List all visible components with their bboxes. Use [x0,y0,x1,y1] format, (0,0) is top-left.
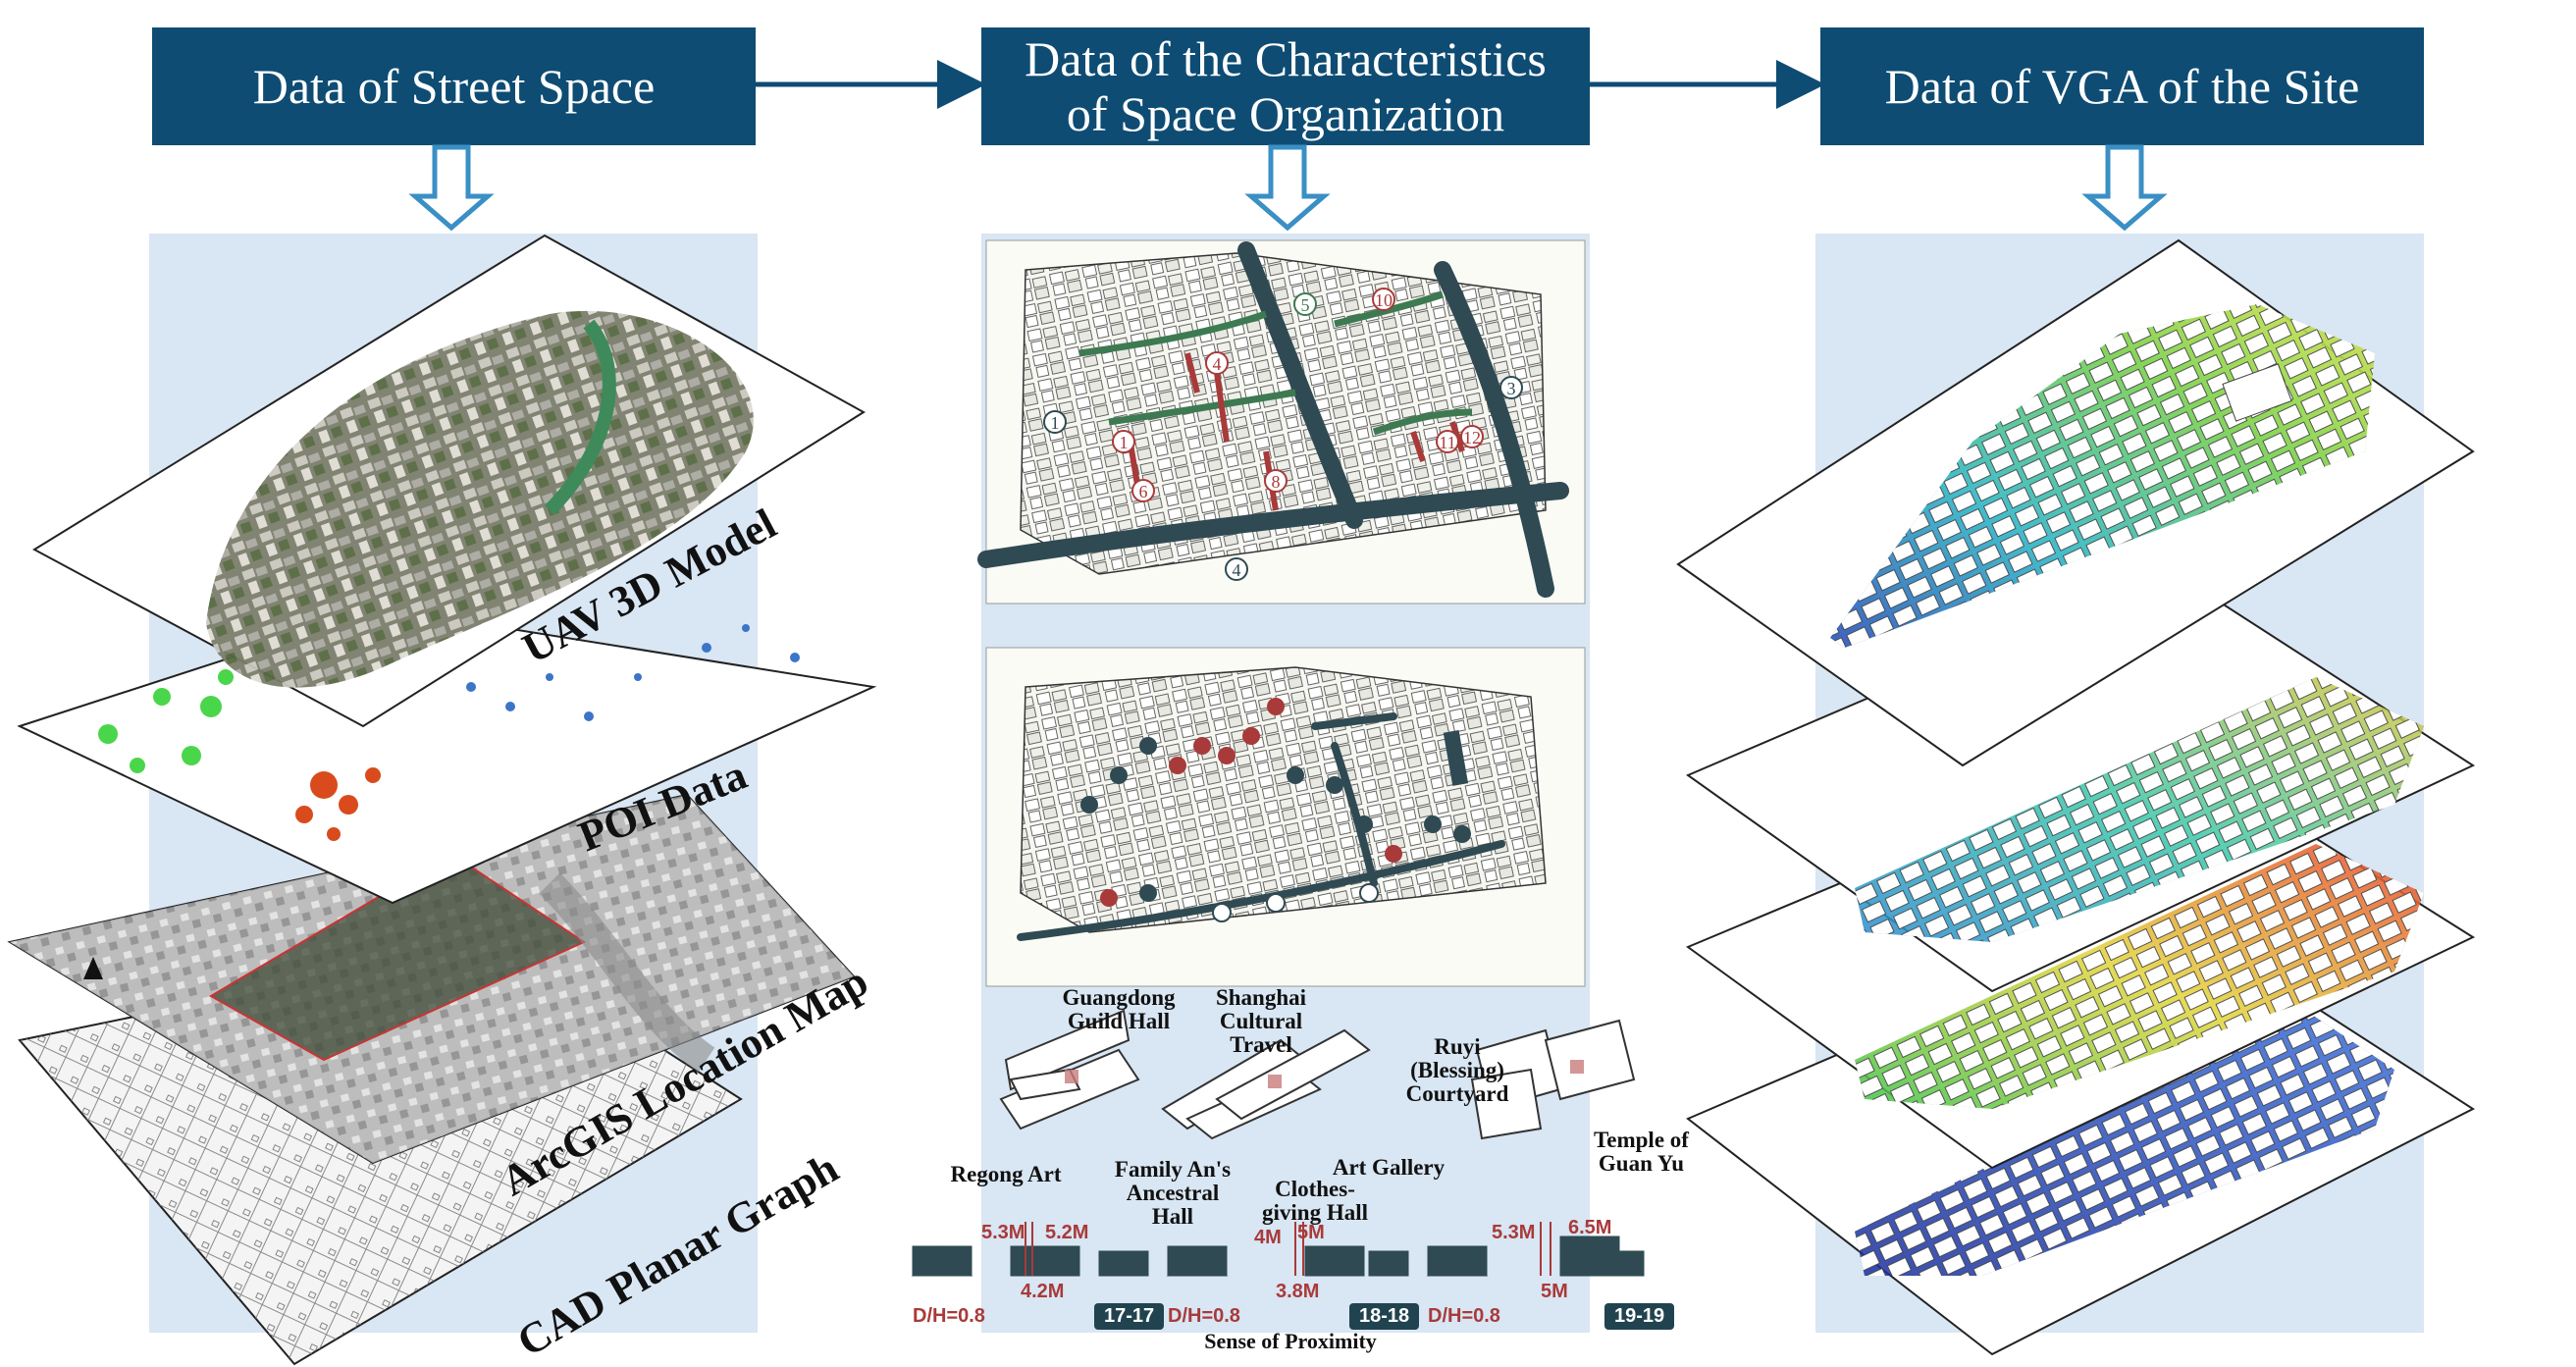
header-street-space: Data of Street Space [152,27,756,145]
svg-text:11: 11 [1439,433,1455,452]
section-18-dh: D/H=0.8 [1168,1305,1240,1327]
section-19-dim-2: 6.5M [1568,1217,1612,1238]
svg-text:6: 6 [1139,482,1148,501]
svg-text:1: 1 [1051,413,1060,433]
svg-text:5: 5 [1301,295,1310,315]
section-17-dim-1: 5.3M [981,1222,1025,1243]
label-regong-art: Regong Art [950,1162,1062,1186]
svg-text:3: 3 [1507,379,1516,398]
svg-text:1: 1 [1120,433,1129,452]
vga-layer-1 [1676,238,2475,767]
vga-layer-2 [1685,567,2476,993]
label-clothes-giving-hall: Clothes-giving Hall [1262,1177,1368,1225]
section-18-dim-1: 4M [1254,1227,1282,1248]
header-vga: Data of VGA of the Site [1820,27,2424,145]
section-17-dh: D/H=0.8 [913,1305,985,1327]
label-guangdong-guild-hall: Guangdong Guild Hall [1062,985,1176,1033]
header-vga-label: Data of VGA of the Site [1884,59,2360,114]
section-17-dim-3: 4.2M [1021,1281,1065,1302]
header-organization-label: Data of the Characteristics of Space Org… [1025,31,1547,141]
header-space-organization: Data of the Characteristics of Space Org… [981,27,1590,145]
label-ruyi-courtyard: Ruyi (Blessing) Courtyard [1405,1034,1509,1106]
section-19-dim-1: 5.3M [1492,1222,1536,1243]
space-organization-map-bottom [985,647,1586,987]
label-art-gallery: Art Gallery [1332,1155,1446,1180]
label-shanghai-cultural-travel: Shanghai Cultural Travel [1215,985,1307,1057]
section-tag-18: 18-18 [1349,1303,1420,1330]
header-street-label: Data of Street Space [252,59,656,114]
street-section-profiles [911,1236,1645,1277]
section-tag-19: 19-19 [1604,1303,1675,1330]
uav-3d-model-layer [31,234,866,728]
map-marker [1080,698,1471,922]
north-arrow-icon [83,957,103,979]
section-17-dim-2: 5.2M [1045,1222,1089,1243]
svg-text:12: 12 [1463,428,1481,447]
svg-text:4: 4 [1233,560,1241,580]
svg-text:10: 10 [1375,290,1393,310]
section-tag-17: 17-17 [1094,1303,1165,1330]
svg-text:4: 4 [1213,354,1222,374]
map-marker: 1 4 3 5 1 6 4 8 10 11 12 [1043,288,1523,581]
section-18-dim-3: 3.8M [1276,1281,1320,1302]
label-family-an-ancestral-hall: Family An's Ancestral Hall [1114,1157,1232,1229]
space-organization-map-top: 1 4 3 5 1 6 4 8 10 11 12 [977,239,1586,605]
section-18-dim-2: 5M [1297,1222,1325,1243]
label-temple-of-guan-yu: Temple of Guan Yu [1594,1128,1689,1176]
building-sketches [999,1009,1636,1140]
section-19-dh: D/H=0.8 [1428,1305,1500,1327]
label-sense-of-proximity: Sense of Proximity [1204,1329,1377,1353]
section-19-dim-3: 5M [1541,1281,1568,1302]
svg-text:8: 8 [1272,472,1281,492]
